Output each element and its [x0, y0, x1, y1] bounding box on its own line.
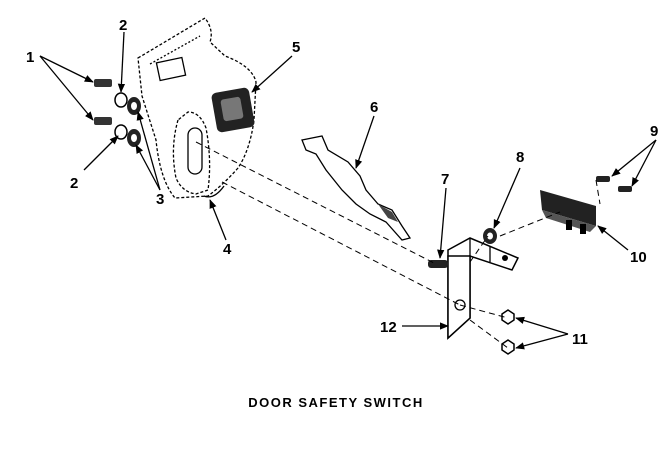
- leader-lines: [39, 31, 657, 350]
- callout-8: 8: [516, 149, 524, 166]
- callout-1: 1: [26, 49, 34, 66]
- callout-2-bottom: 2: [70, 175, 78, 192]
- bushing-part: [483, 228, 497, 244]
- micro-switch-part: [540, 190, 596, 234]
- screw-part: [94, 79, 112, 125]
- callout-2-top: 2: [119, 17, 127, 34]
- actuator-part: [211, 87, 255, 133]
- callout-6: 6: [370, 99, 378, 116]
- callout-12: 12: [380, 319, 397, 336]
- callout-5: 5: [292, 39, 300, 56]
- lever-arm-part: [301, 135, 412, 241]
- switch-screw-part: [596, 176, 632, 192]
- callout-10: 10: [630, 249, 647, 266]
- nut-part: [501, 309, 515, 355]
- callout-9: 9: [650, 123, 658, 140]
- callout-7: 7: [441, 171, 449, 188]
- callout-4: 4: [223, 241, 232, 258]
- washer-part: [114, 92, 128, 140]
- assembly-lines: [195, 141, 601, 349]
- bracket-part: [447, 237, 520, 340]
- door-housing-part: [137, 17, 257, 199]
- callout-3: 3: [156, 191, 164, 208]
- grommet-part: [127, 97, 141, 147]
- diagram-title: DOOR SAFETY SWITCH: [248, 395, 424, 410]
- callout-11: 11: [572, 331, 588, 348]
